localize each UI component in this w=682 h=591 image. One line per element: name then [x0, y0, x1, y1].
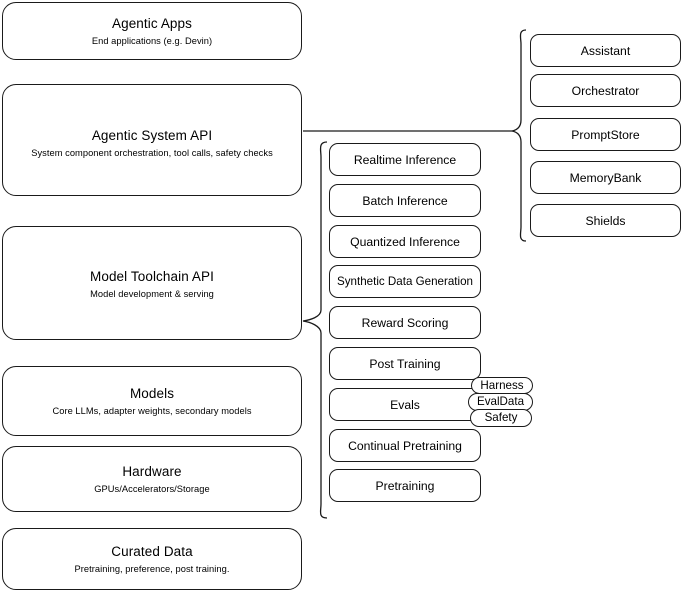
agentic-component-orchestrator[interactable]: Orchestrator	[530, 74, 681, 107]
toolchain-item-label: Post Training	[369, 356, 441, 371]
toolchain-item-label: Batch Inference	[362, 193, 448, 208]
toolchain-item-reward-scoring[interactable]: Reward Scoring	[329, 306, 481, 339]
layer-subtitle: GPUs/Accelerators/Storage	[94, 483, 210, 494]
layer-subtitle: Core LLMs, adapter weights, secondary mo…	[52, 405, 252, 416]
toolchain-item-label: Realtime Inference	[353, 152, 457, 167]
layer-title: Hardware	[122, 463, 182, 479]
brace-toolchain-items	[302, 141, 328, 519]
toolchain-item-continual-pretraining[interactable]: Continual Pretraining	[329, 429, 481, 462]
layer-title: Model Toolchain API	[90, 269, 214, 284]
agentic-component-promptstore[interactable]: PromptStore	[530, 118, 681, 151]
layer-subtitle: Pretraining, preference, post training.	[74, 563, 230, 574]
evals-tag-label: Safety	[484, 411, 518, 424]
layer-model-toolchain-api[interactable]: Model Toolchain API Model development & …	[2, 226, 302, 340]
agentic-component-label: Orchestrator	[571, 83, 640, 98]
layer-subtitle: End applications (e.g. Devin)	[91, 35, 213, 46]
layer-hardware[interactable]: Hardware GPUs/Accelerators/Storage	[2, 446, 302, 512]
toolchain-item-label: Reward Scoring	[361, 315, 449, 330]
layer-models[interactable]: Models Core LLMs, adapter weights, secon…	[2, 366, 302, 436]
agentic-component-label: PromptStore	[571, 127, 640, 142]
agentic-component-label: Shields	[585, 213, 626, 228]
layer-subtitle: Model development & serving	[90, 289, 214, 299]
toolchain-item-pretraining[interactable]: Pretraining	[329, 469, 481, 502]
toolchain-item-realtime-inference[interactable]: Realtime Inference	[329, 143, 481, 176]
agentic-component-shields[interactable]: Shields	[530, 204, 681, 237]
toolchain-item-synthetic-data-generation[interactable]: Synthetic Data Generation	[329, 265, 481, 298]
toolchain-item-post-training[interactable]: Post Training	[329, 347, 481, 380]
toolchain-item-label: Quantized Inference	[350, 234, 460, 249]
layer-agentic-apps[interactable]: Agentic Apps End applications (e.g. Devi…	[2, 2, 302, 60]
toolchain-item-label: Pretraining	[375, 478, 435, 493]
toolchain-item-label: Synthetic Data Generation	[337, 274, 473, 288]
layer-title: Curated Data	[111, 543, 193, 559]
layer-agentic-system-api[interactable]: Agentic System API System component orch…	[2, 84, 302, 196]
layer-subtitle: System component orchestration, tool cal…	[31, 148, 273, 158]
agentic-component-label: MemoryBank	[569, 170, 642, 185]
evals-tag-safety[interactable]: Safety	[470, 409, 532, 427]
toolchain-item-label: Evals	[390, 397, 420, 412]
layer-title: Models	[129, 385, 175, 401]
evals-tag-label: EvalData	[476, 395, 525, 408]
brace-agentic-components	[511, 29, 527, 242]
layer-title: Agentic Apps	[111, 15, 192, 31]
toolchain-item-label: Continual Pretraining	[348, 438, 462, 453]
agentic-component-memorybank[interactable]: MemoryBank	[530, 161, 681, 194]
toolchain-item-quantized-inference[interactable]: Quantized Inference	[329, 225, 481, 258]
toolchain-item-batch-inference[interactable]: Batch Inference	[329, 184, 481, 217]
layer-title: Agentic System API	[91, 128, 213, 143]
agentic-component-label: Assistant	[580, 43, 631, 58]
evals-tag-harness[interactable]: Harness	[471, 377, 533, 394]
evals-tag-label: Harness	[480, 378, 524, 392]
layer-curated-data[interactable]: Curated Data Pretraining, preference, po…	[2, 528, 302, 590]
toolchain-item-evals[interactable]: Evals	[329, 388, 481, 421]
agentic-component-assistant[interactable]: Assistant	[530, 34, 681, 67]
